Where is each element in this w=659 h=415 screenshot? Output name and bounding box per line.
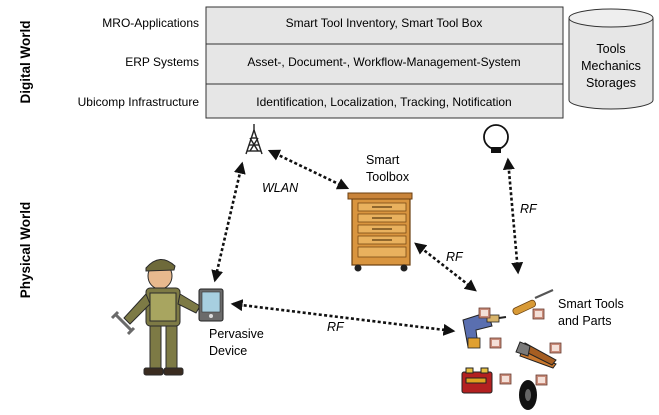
layer-label-erp: ERP Systems [125, 55, 199, 69]
device-label-line-1: Pervasive [209, 327, 264, 341]
section-label-physical: Physical World [18, 202, 33, 299]
tools-and-parts-icon [462, 290, 556, 410]
tools-label-line-2: and Parts [558, 314, 612, 328]
layer-label-ubicomp: Ubicomp Infrastructure [78, 95, 200, 109]
rf-reader-loop-icon [484, 125, 508, 153]
layer-content-mro: Smart Tool Inventory, Smart Tool Box [286, 16, 483, 30]
layer-label-mro: MRO-Applications [102, 16, 199, 30]
layer-content-erp: Asset-, Document-, Workflow-Management-S… [247, 55, 520, 69]
tire-icon [519, 380, 537, 410]
link-label-rf-toolbox: RF [446, 250, 464, 264]
device-label-line-2: Device [209, 344, 247, 358]
section-label-digital: Digital World [18, 21, 33, 104]
tools-label-line-1: Smart Tools [558, 297, 624, 311]
storage-line-1: Tools [596, 42, 625, 56]
battery-icon [462, 368, 492, 393]
link-label-rf-device: RF [327, 320, 345, 334]
link-label-rf-reader: RF [520, 202, 538, 216]
antenna-tower-icon [246, 124, 262, 154]
toolbox-label-line-1: Smart [366, 153, 400, 167]
toolbox-label-line-2: Toolbox [366, 170, 410, 184]
toolbox-icon [348, 193, 412, 272]
link-label-wlan: WLAN [262, 181, 299, 195]
link-reader-tools [508, 160, 518, 272]
link-antenna-device [215, 164, 242, 280]
layer-content-ubicomp: Identification, Localization, Tracking, … [256, 95, 511, 109]
storage-line-3: Storages [586, 76, 636, 90]
pda-icon [199, 289, 223, 321]
mechanic-figure-icon [112, 259, 200, 375]
storage-line-2: Mechanics [581, 59, 641, 73]
screwdriver-icon [512, 290, 553, 316]
